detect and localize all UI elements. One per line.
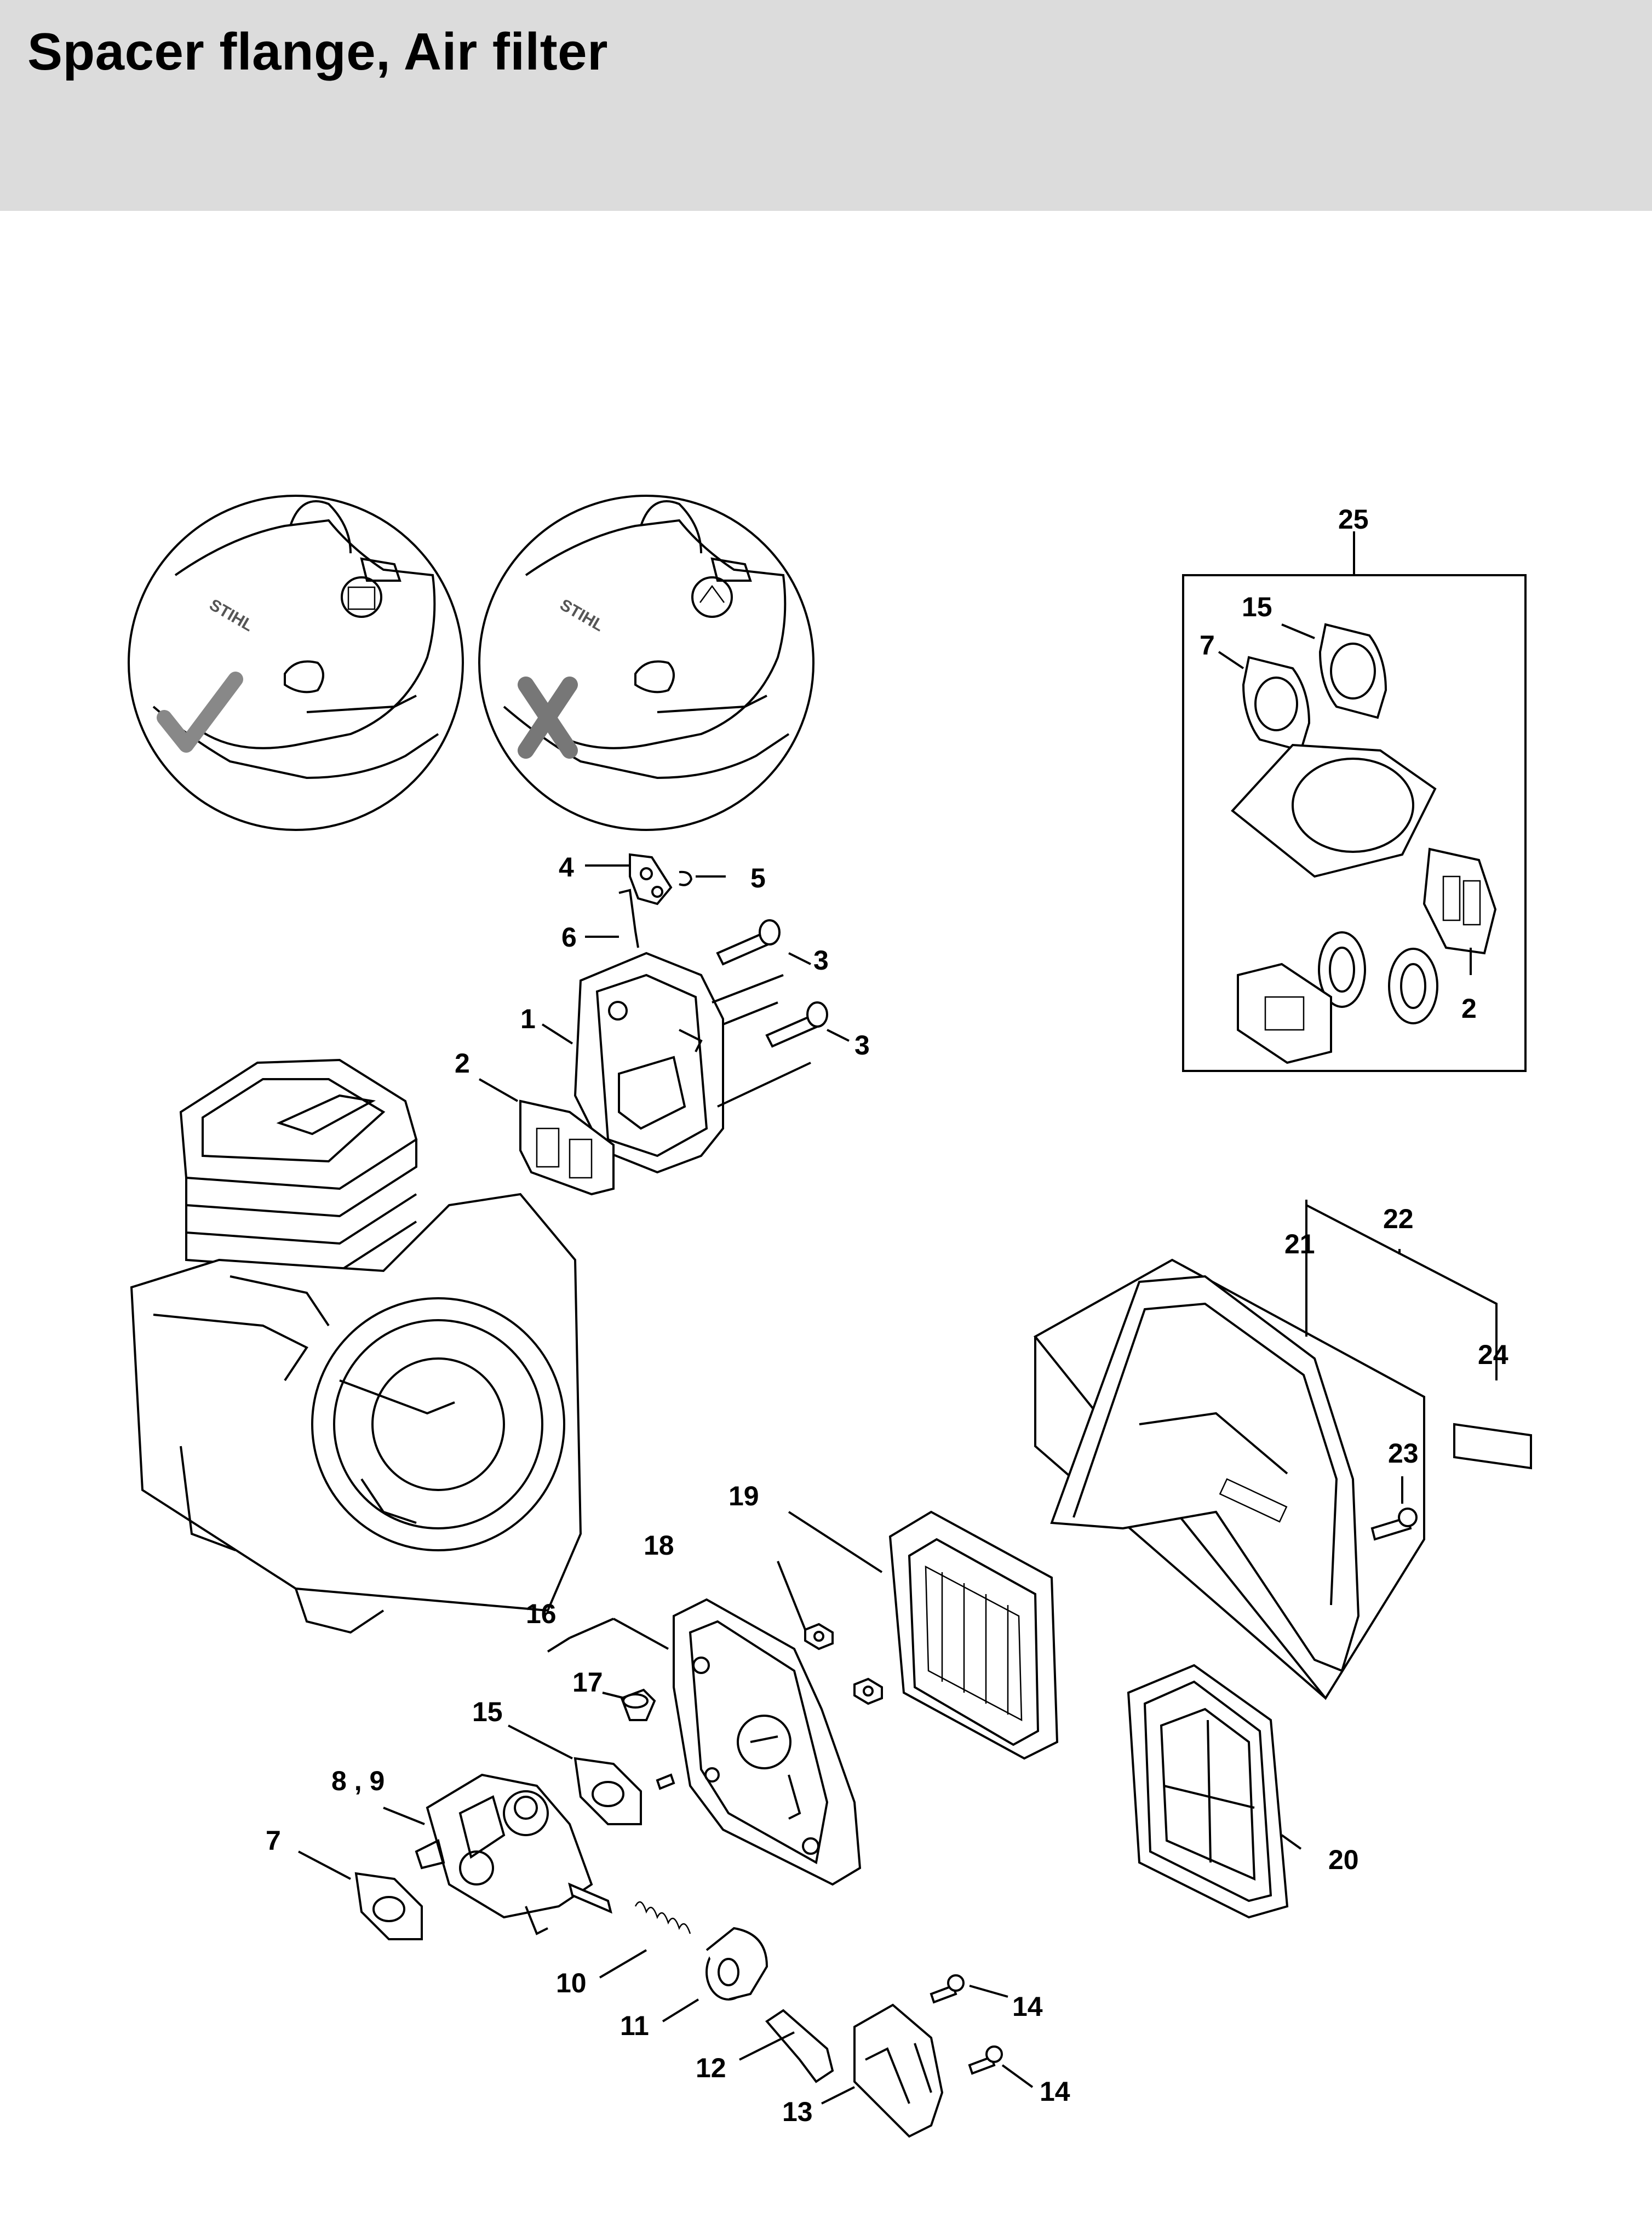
callout-4: 4 — [559, 852, 574, 882]
sleeve-11 — [705, 1927, 768, 2001]
callout-13: 13 — [782, 2096, 813, 2127]
inset-correct: STIHL — [128, 495, 464, 831]
callout-17: 17 — [572, 1667, 603, 1698]
cross-icon — [518, 677, 578, 759]
spacer-flange — [573, 952, 811, 1174]
filter-base — [656, 1598, 862, 1886]
header-bar: Spacer flange, Air filter — [0, 0, 1652, 211]
callout-14: 14 — [1012, 1991, 1043, 2022]
air-filter-element — [888, 1510, 1059, 1760]
spring-10 — [634, 1901, 691, 1934]
lever-12 — [765, 2009, 834, 2083]
callout-16: 16 — [526, 1598, 557, 1629]
prefilter — [1127, 1664, 1289, 1919]
nuts-18 — [804, 1623, 883, 1705]
callout-10: 10 — [556, 1968, 587, 1998]
callout-3: 3 — [854, 1030, 870, 1061]
screws-3 — [716, 919, 828, 1048]
bracket-part — [618, 853, 693, 948]
callout-18: 18 — [644, 1530, 674, 1561]
handle-13 — [853, 2003, 944, 2138]
gasket-kit-box — [1182, 531, 1527, 1072]
carb-gaskets — [354, 1757, 642, 1940]
callout-3: 3 — [813, 945, 829, 976]
leader-lines — [298, 864, 1403, 2105]
callout-labels: 25 15 7 2 4 5 6 3 1 3 2 22 21 24 23 19 1… — [266, 504, 1508, 2127]
callout-11: 11 — [620, 2010, 649, 2041]
callout-6: 6 — [561, 922, 577, 953]
callout-14: 14 — [1040, 2076, 1070, 2107]
screws-14 — [930, 1974, 1003, 2075]
engine-crankcase — [130, 1058, 582, 1634]
callout-23: 23 — [1388, 1438, 1419, 1469]
filter-cover-box — [1033, 1200, 1532, 1700]
checkmark-icon — [157, 672, 243, 753]
callout-12: 12 — [696, 2053, 726, 2083]
page-title: Spacer flange, Air filter — [27, 22, 608, 81]
grommet-17 — [620, 1688, 656, 1721]
inset-incorrect: STIHL — [478, 495, 814, 831]
callout-22: 22 — [1383, 1204, 1414, 1234]
carburetor — [415, 1773, 612, 1935]
callout-7: 7 — [1200, 630, 1215, 661]
callout-15: 15 — [472, 1697, 503, 1727]
callout-2: 2 — [455, 1048, 470, 1079]
callout-20: 20 — [1328, 1844, 1359, 1875]
callout-21: 21 — [1284, 1229, 1315, 1259]
callout-5: 5 — [750, 863, 766, 893]
callout-24: 24 — [1478, 1339, 1508, 1370]
callout-1: 1 — [520, 1004, 536, 1034]
flange-gasket — [519, 1099, 615, 1196]
callout-25: 25 — [1338, 504, 1369, 535]
callout-7: 7 — [266, 1825, 281, 1856]
callout-2: 2 — [1461, 993, 1477, 1024]
callout-19: 19 — [729, 1481, 759, 1511]
callout-8-9: 8 , 9 — [331, 1766, 385, 1796]
callout-15: 15 — [1242, 592, 1272, 622]
